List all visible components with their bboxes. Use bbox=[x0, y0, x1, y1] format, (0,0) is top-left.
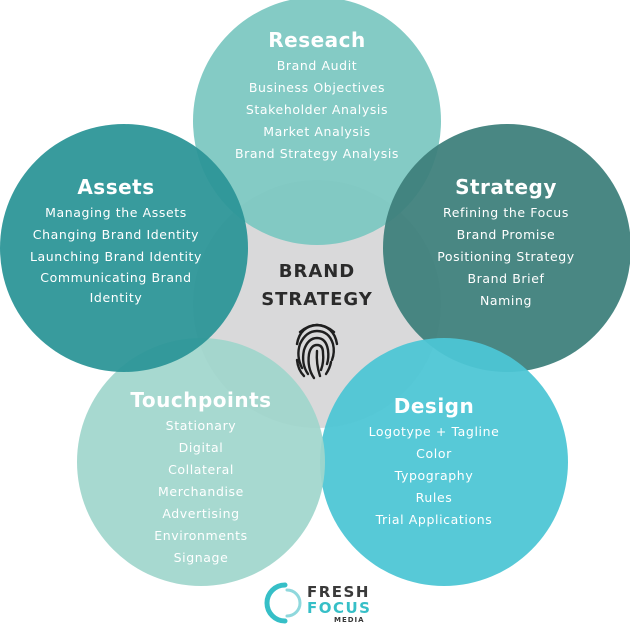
list-item: Market Analysis bbox=[263, 124, 371, 139]
list-item: Communicating Brand bbox=[40, 270, 192, 285]
list-item: Launching Brand Identity bbox=[29, 249, 203, 264]
strategy-circle bbox=[383, 124, 630, 372]
list-item: Brand Promise bbox=[456, 227, 556, 242]
list-item: Brand Brief bbox=[467, 271, 545, 286]
assets-title: Assets bbox=[77, 175, 155, 199]
list-item: Identity bbox=[89, 290, 143, 305]
logo-text-fresh: FRESH bbox=[307, 583, 370, 601]
list-item: Merchandise bbox=[158, 484, 244, 499]
research-title: Reseach bbox=[268, 28, 366, 52]
list-item: Business Objectives bbox=[248, 80, 386, 95]
center-label: BRAND STRATEGY bbox=[232, 258, 402, 314]
strategy-block: Strategy Refining the Focus Brand Promis… bbox=[396, 174, 616, 312]
list-item: Digital bbox=[178, 440, 224, 455]
list-item: Positioning Strategy bbox=[437, 249, 575, 264]
list-item: Managing the Assets bbox=[45, 205, 187, 220]
list-item: Logotype + Tagline bbox=[368, 424, 500, 439]
center-line2: STRATEGY bbox=[261, 289, 373, 310]
list-item: Signage bbox=[173, 550, 229, 565]
assets-list: Managing the Assets Changing Brand Ident… bbox=[6, 202, 226, 308]
list-item: Environments bbox=[154, 528, 248, 543]
list-item: Collateral bbox=[168, 462, 234, 477]
design-circle bbox=[320, 338, 568, 586]
touchpoints-block: Touchpoints Stationary Digital Collatera… bbox=[91, 387, 311, 569]
touchpoints-title: Touchpoints bbox=[130, 388, 272, 412]
research-list: Brand Audit Business Objectives Stakehol… bbox=[207, 55, 427, 165]
list-item: Advertising bbox=[162, 506, 240, 521]
list-item: Changing Brand Identity bbox=[32, 227, 200, 242]
design-list: Logotype + Tagline Color Typography Rule… bbox=[324, 421, 544, 531]
design-title: Design bbox=[393, 394, 475, 418]
touchpoints-list: Stationary Digital Collateral Merchandis… bbox=[91, 415, 311, 569]
logo-text-media: MEDIA bbox=[334, 616, 365, 624]
list-item: Brand Audit bbox=[276, 58, 358, 73]
list-item: Refining the Focus bbox=[443, 205, 569, 220]
list-item: Typography bbox=[394, 468, 474, 483]
list-item: Stationary bbox=[165, 418, 237, 433]
list-item: Rules bbox=[415, 490, 453, 505]
assets-block: Assets Managing the Assets Changing Bran… bbox=[6, 174, 226, 308]
logo-ring-icon bbox=[264, 582, 302, 624]
strategy-list: Refining the Focus Brand Promise Positio… bbox=[396, 202, 616, 312]
strategy-title: Strategy bbox=[455, 175, 557, 199]
assets-circle bbox=[0, 124, 248, 372]
research-block: Reseach Brand Audit Business Objectives … bbox=[207, 27, 427, 165]
center-line1: BRAND bbox=[278, 261, 356, 282]
logo-text-focus: FOCUS bbox=[307, 599, 372, 617]
fresh-focus-media-logo: FRESH FOCUS MEDIA bbox=[262, 580, 382, 626]
list-item: Brand Strategy Analysis bbox=[234, 146, 400, 161]
list-item: Color bbox=[416, 446, 452, 461]
design-block: Design Logotype + Tagline Color Typograp… bbox=[324, 393, 544, 531]
list-item: Trial Applications bbox=[375, 512, 493, 527]
touchpoints-circle bbox=[77, 338, 325, 586]
list-item: Naming bbox=[479, 293, 533, 308]
list-item: Stakeholder Analysis bbox=[245, 102, 389, 117]
fingerprint-icon bbox=[295, 323, 339, 380]
